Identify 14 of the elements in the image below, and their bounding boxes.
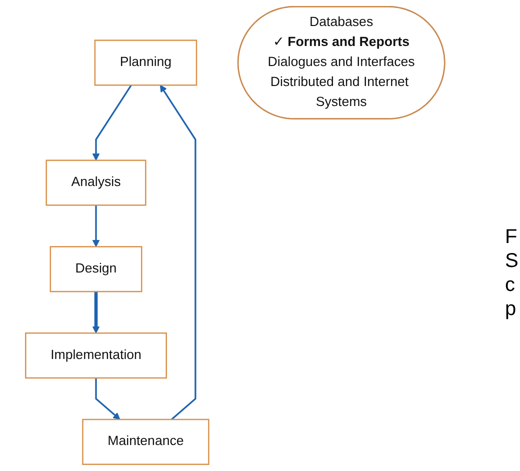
caption-fragment: F	[505, 225, 518, 249]
caption-fragment: c	[505, 273, 516, 297]
arrow	[95, 378, 120, 420]
node-box: Implementation	[24, 332, 167, 379]
arrow	[92, 205, 100, 248]
arrow	[92, 84, 132, 161]
caption-fragment: S	[505, 249, 518, 273]
node-box: Planning	[94, 40, 197, 86]
node-box: Analysis	[46, 160, 146, 206]
arrow	[160, 84, 196, 420]
caption-fragment: p	[505, 297, 518, 321]
node-box: Design	[50, 246, 142, 292]
arrow	[92, 292, 100, 334]
node-box: Maintenance	[82, 418, 210, 465]
